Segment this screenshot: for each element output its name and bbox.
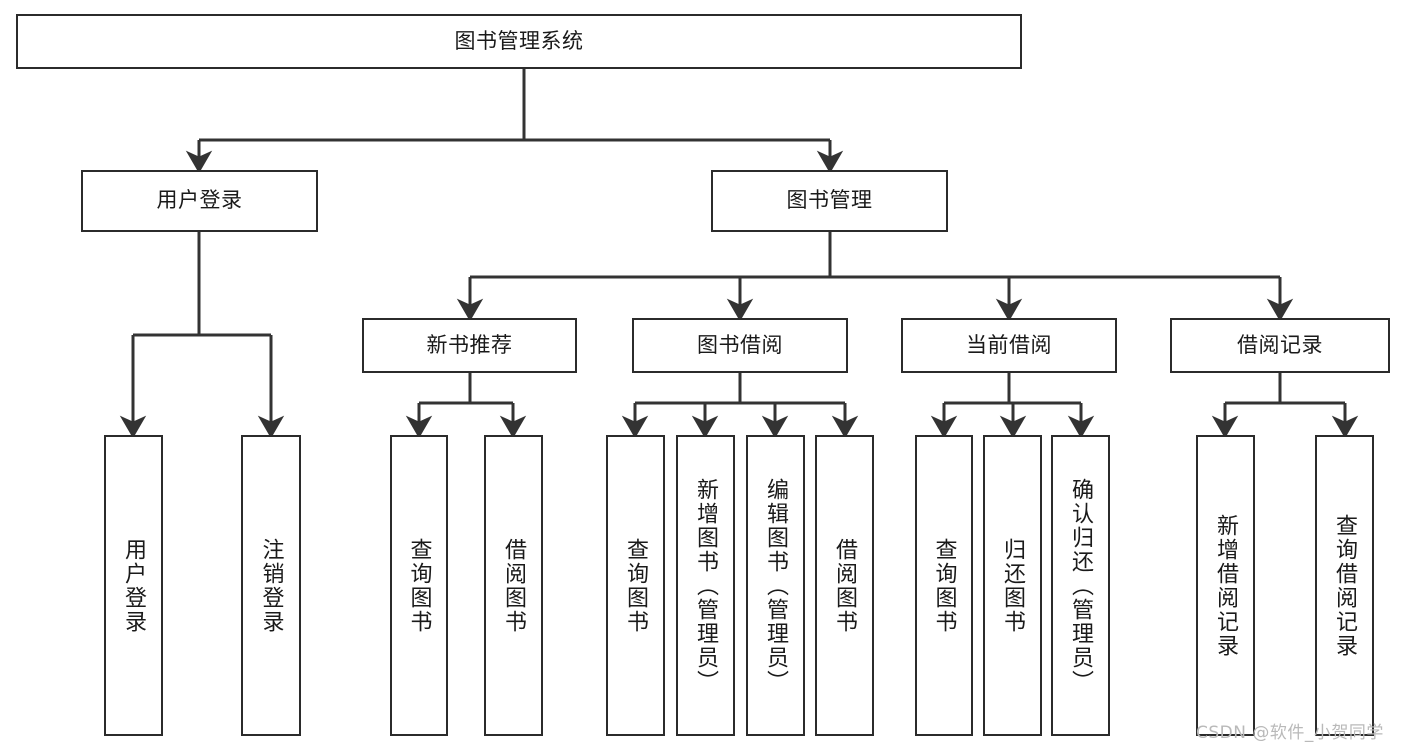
node-leaf-user-logout[interactable]: 注销登录 xyxy=(241,435,301,736)
node-label: 查询图书 xyxy=(406,537,432,634)
node-current-borrow[interactable]: 当前借阅 xyxy=(901,318,1117,373)
node-book-manage[interactable]: 图书管理 xyxy=(711,170,948,232)
node-new-book-recommend[interactable]: 新书推荐 xyxy=(362,318,577,373)
node-label: 当前借阅 xyxy=(966,332,1052,357)
node-label: 新增借阅记录 xyxy=(1213,513,1239,658)
node-leaf-query-book-1[interactable]: 查询图书 xyxy=(390,435,448,736)
node-user-login[interactable]: 用户登录 xyxy=(81,170,318,232)
node-leaf-add-book-admin[interactable]: 新增图书（管理员） xyxy=(676,435,735,736)
node-label: 借阅图书 xyxy=(501,537,527,634)
node-label: 编辑图书（管理员） xyxy=(763,477,789,694)
node-leaf-borrow-book-1[interactable]: 借阅图书 xyxy=(484,435,543,736)
node-leaf-add-borrow-record[interactable]: 新增借阅记录 xyxy=(1196,435,1255,736)
node-borrow-record[interactable]: 借阅记录 xyxy=(1170,318,1390,373)
node-label: 查询借阅记录 xyxy=(1332,513,1358,658)
node-leaf-edit-book-admin[interactable]: 编辑图书（管理员） xyxy=(746,435,805,736)
node-leaf-query-book-3[interactable]: 查询图书 xyxy=(915,435,973,736)
node-leaf-user-login[interactable]: 用户登录 xyxy=(104,435,163,736)
node-label: 新增图书（管理员） xyxy=(693,477,719,694)
node-leaf-confirm-return-admin[interactable]: 确认归还（管理员） xyxy=(1051,435,1110,736)
node-label: 归还图书 xyxy=(1000,537,1026,634)
node-leaf-borrow-book-2[interactable]: 借阅图书 xyxy=(815,435,874,736)
node-book-borrow[interactable]: 图书借阅 xyxy=(632,318,848,373)
node-label: 图书管理 xyxy=(786,188,873,213)
node-label: 图书借阅 xyxy=(697,332,783,357)
node-label: 用户登录 xyxy=(156,188,243,213)
node-label: 查询图书 xyxy=(623,537,649,634)
node-label: 借阅记录 xyxy=(1237,332,1323,357)
node-leaf-query-book-2[interactable]: 查询图书 xyxy=(606,435,665,736)
node-label: 确认归还（管理员） xyxy=(1068,477,1094,694)
node-label: 查询图书 xyxy=(931,537,957,634)
node-label: 新书推荐 xyxy=(426,332,513,357)
node-leaf-query-borrow-record[interactable]: 查询借阅记录 xyxy=(1315,435,1374,736)
node-label: 用户登录 xyxy=(121,537,147,634)
node-label: 注销登录 xyxy=(258,537,284,634)
node-label: 借阅图书 xyxy=(832,537,858,634)
node-root-system[interactable]: 图书管理系统 xyxy=(16,14,1022,69)
node-leaf-return-book[interactable]: 归还图书 xyxy=(983,435,1042,736)
node-label: 图书管理系统 xyxy=(454,28,584,53)
